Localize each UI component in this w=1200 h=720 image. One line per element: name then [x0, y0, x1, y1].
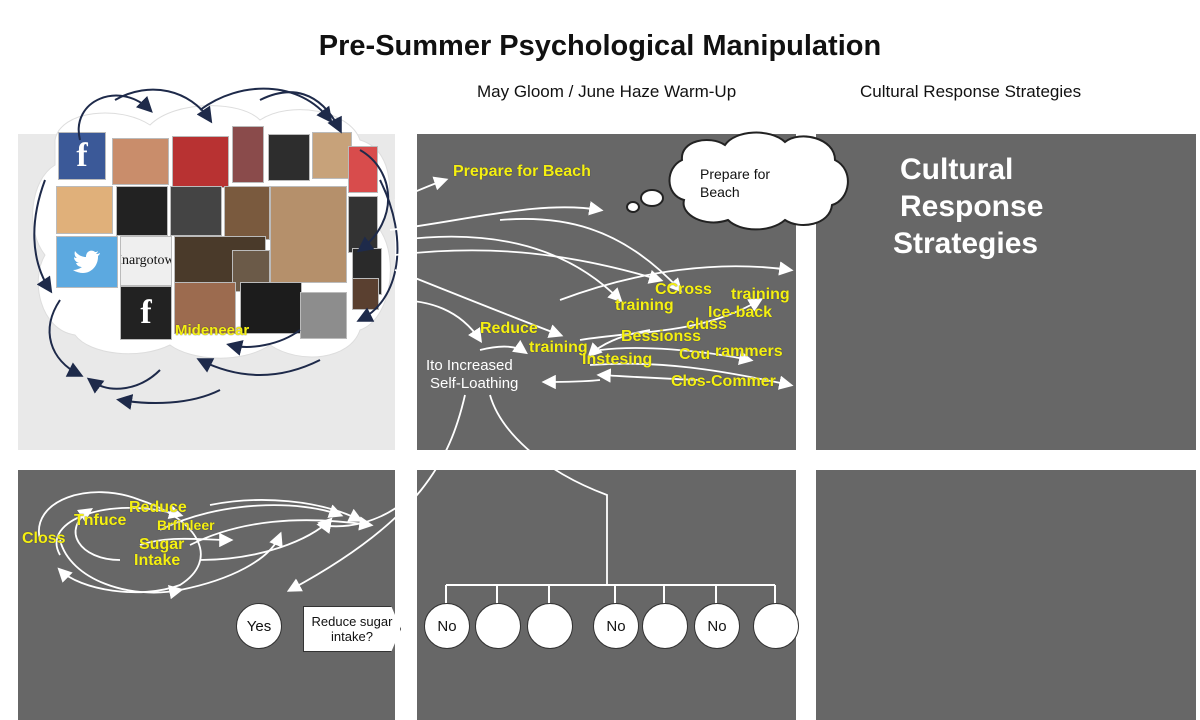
- collage-photo-tile: [240, 282, 302, 334]
- label-tnfuce: Tnfuce: [74, 512, 127, 529]
- collage-photo-tile: [56, 186, 113, 234]
- collage-overlay-word: Mideneear: [175, 322, 250, 339]
- facebook-icon: f: [120, 286, 172, 340]
- cultural-response-strategies-text: Cultural Response Strategies: [893, 151, 1044, 262]
- label-cluss: cluss: [686, 316, 727, 333]
- label-rammers: rammers: [715, 343, 783, 360]
- label-reduce: Reduce: [480, 320, 538, 337]
- label-clos-commer: Clos-Commer: [671, 373, 776, 390]
- collage-photo-tile: [268, 134, 310, 181]
- twitter-icon: [56, 236, 118, 288]
- node-empty: [642, 603, 688, 649]
- label-bessionss: Bessionss: [621, 328, 702, 345]
- label-prepare-for-beach: Prepare for Beach: [453, 163, 591, 180]
- label-closs: Closs: [22, 530, 66, 547]
- collage-tile-text: Inargotow: [120, 236, 172, 286]
- column-heading-right: Cultural Response Strategies: [860, 82, 1082, 101]
- thought-bubble-text: Prepare for Beach: [700, 165, 770, 201]
- collage-photo-tile: [172, 136, 229, 188]
- label-cross: CCross: [655, 281, 712, 298]
- node-no: No: [694, 603, 740, 649]
- node-empty: [753, 603, 799, 649]
- page-title: Pre-Summer Psychological Manipulation: [318, 30, 882, 62]
- label-sugar: Sugar: [139, 536, 185, 553]
- collage-photo-tile: [352, 278, 379, 310]
- label-reduce-lower: Reduce: [129, 499, 187, 516]
- label-intake: Intake: [134, 552, 181, 569]
- label-training-3: training: [529, 339, 588, 356]
- collage-photo-tile: [232, 126, 264, 183]
- node-no: No: [593, 603, 639, 649]
- big-text-line1: Cultural: [900, 153, 1014, 186]
- label-training-2: training: [731, 286, 790, 303]
- label-self-loathing: Self-Loathing: [430, 375, 519, 392]
- label-cou: Cou: [679, 346, 711, 363]
- column-heading-middle: May Gloom / June Haze Warm-Up: [477, 82, 737, 101]
- panel-top-right: [816, 134, 1196, 450]
- collage-photo-tile: [116, 186, 168, 236]
- node-empty: [527, 603, 573, 649]
- collage-photo-tile: [348, 146, 378, 193]
- decision-line1: Reduce sugar: [311, 614, 393, 629]
- collage-photo-tile: [300, 292, 347, 339]
- big-text-line2: Response: [900, 190, 1044, 223]
- label-increased: Ito Increased: [426, 357, 513, 374]
- collage-photo-tile: [112, 138, 169, 185]
- collage-photo-tile: [270, 186, 347, 283]
- label-instesing: Instesing: [582, 351, 653, 368]
- node-yes: Yes: [236, 603, 282, 649]
- node-empty: [475, 603, 521, 649]
- facebook-icon: f: [58, 132, 106, 180]
- big-text-line3: Strategies: [893, 227, 1039, 260]
- bird-icon: [73, 250, 100, 273]
- collage-photo-tile: [174, 282, 236, 334]
- label-training-1: training: [615, 297, 674, 314]
- decision-reduce-sugar: Reduce sugar intake?: [303, 606, 401, 652]
- label-ice-back: Ice-back: [708, 304, 773, 321]
- decision-line2: intake?: [331, 629, 373, 644]
- collage-photo-tile: [170, 186, 222, 236]
- node-no: No: [424, 603, 470, 649]
- thought-bubble-line2: Beach: [700, 184, 740, 200]
- label-brfinleer: Brfinleer: [157, 517, 215, 533]
- panel-bottom-right: [816, 470, 1196, 720]
- thought-bubble-line1: Prepare for: [700, 166, 771, 182]
